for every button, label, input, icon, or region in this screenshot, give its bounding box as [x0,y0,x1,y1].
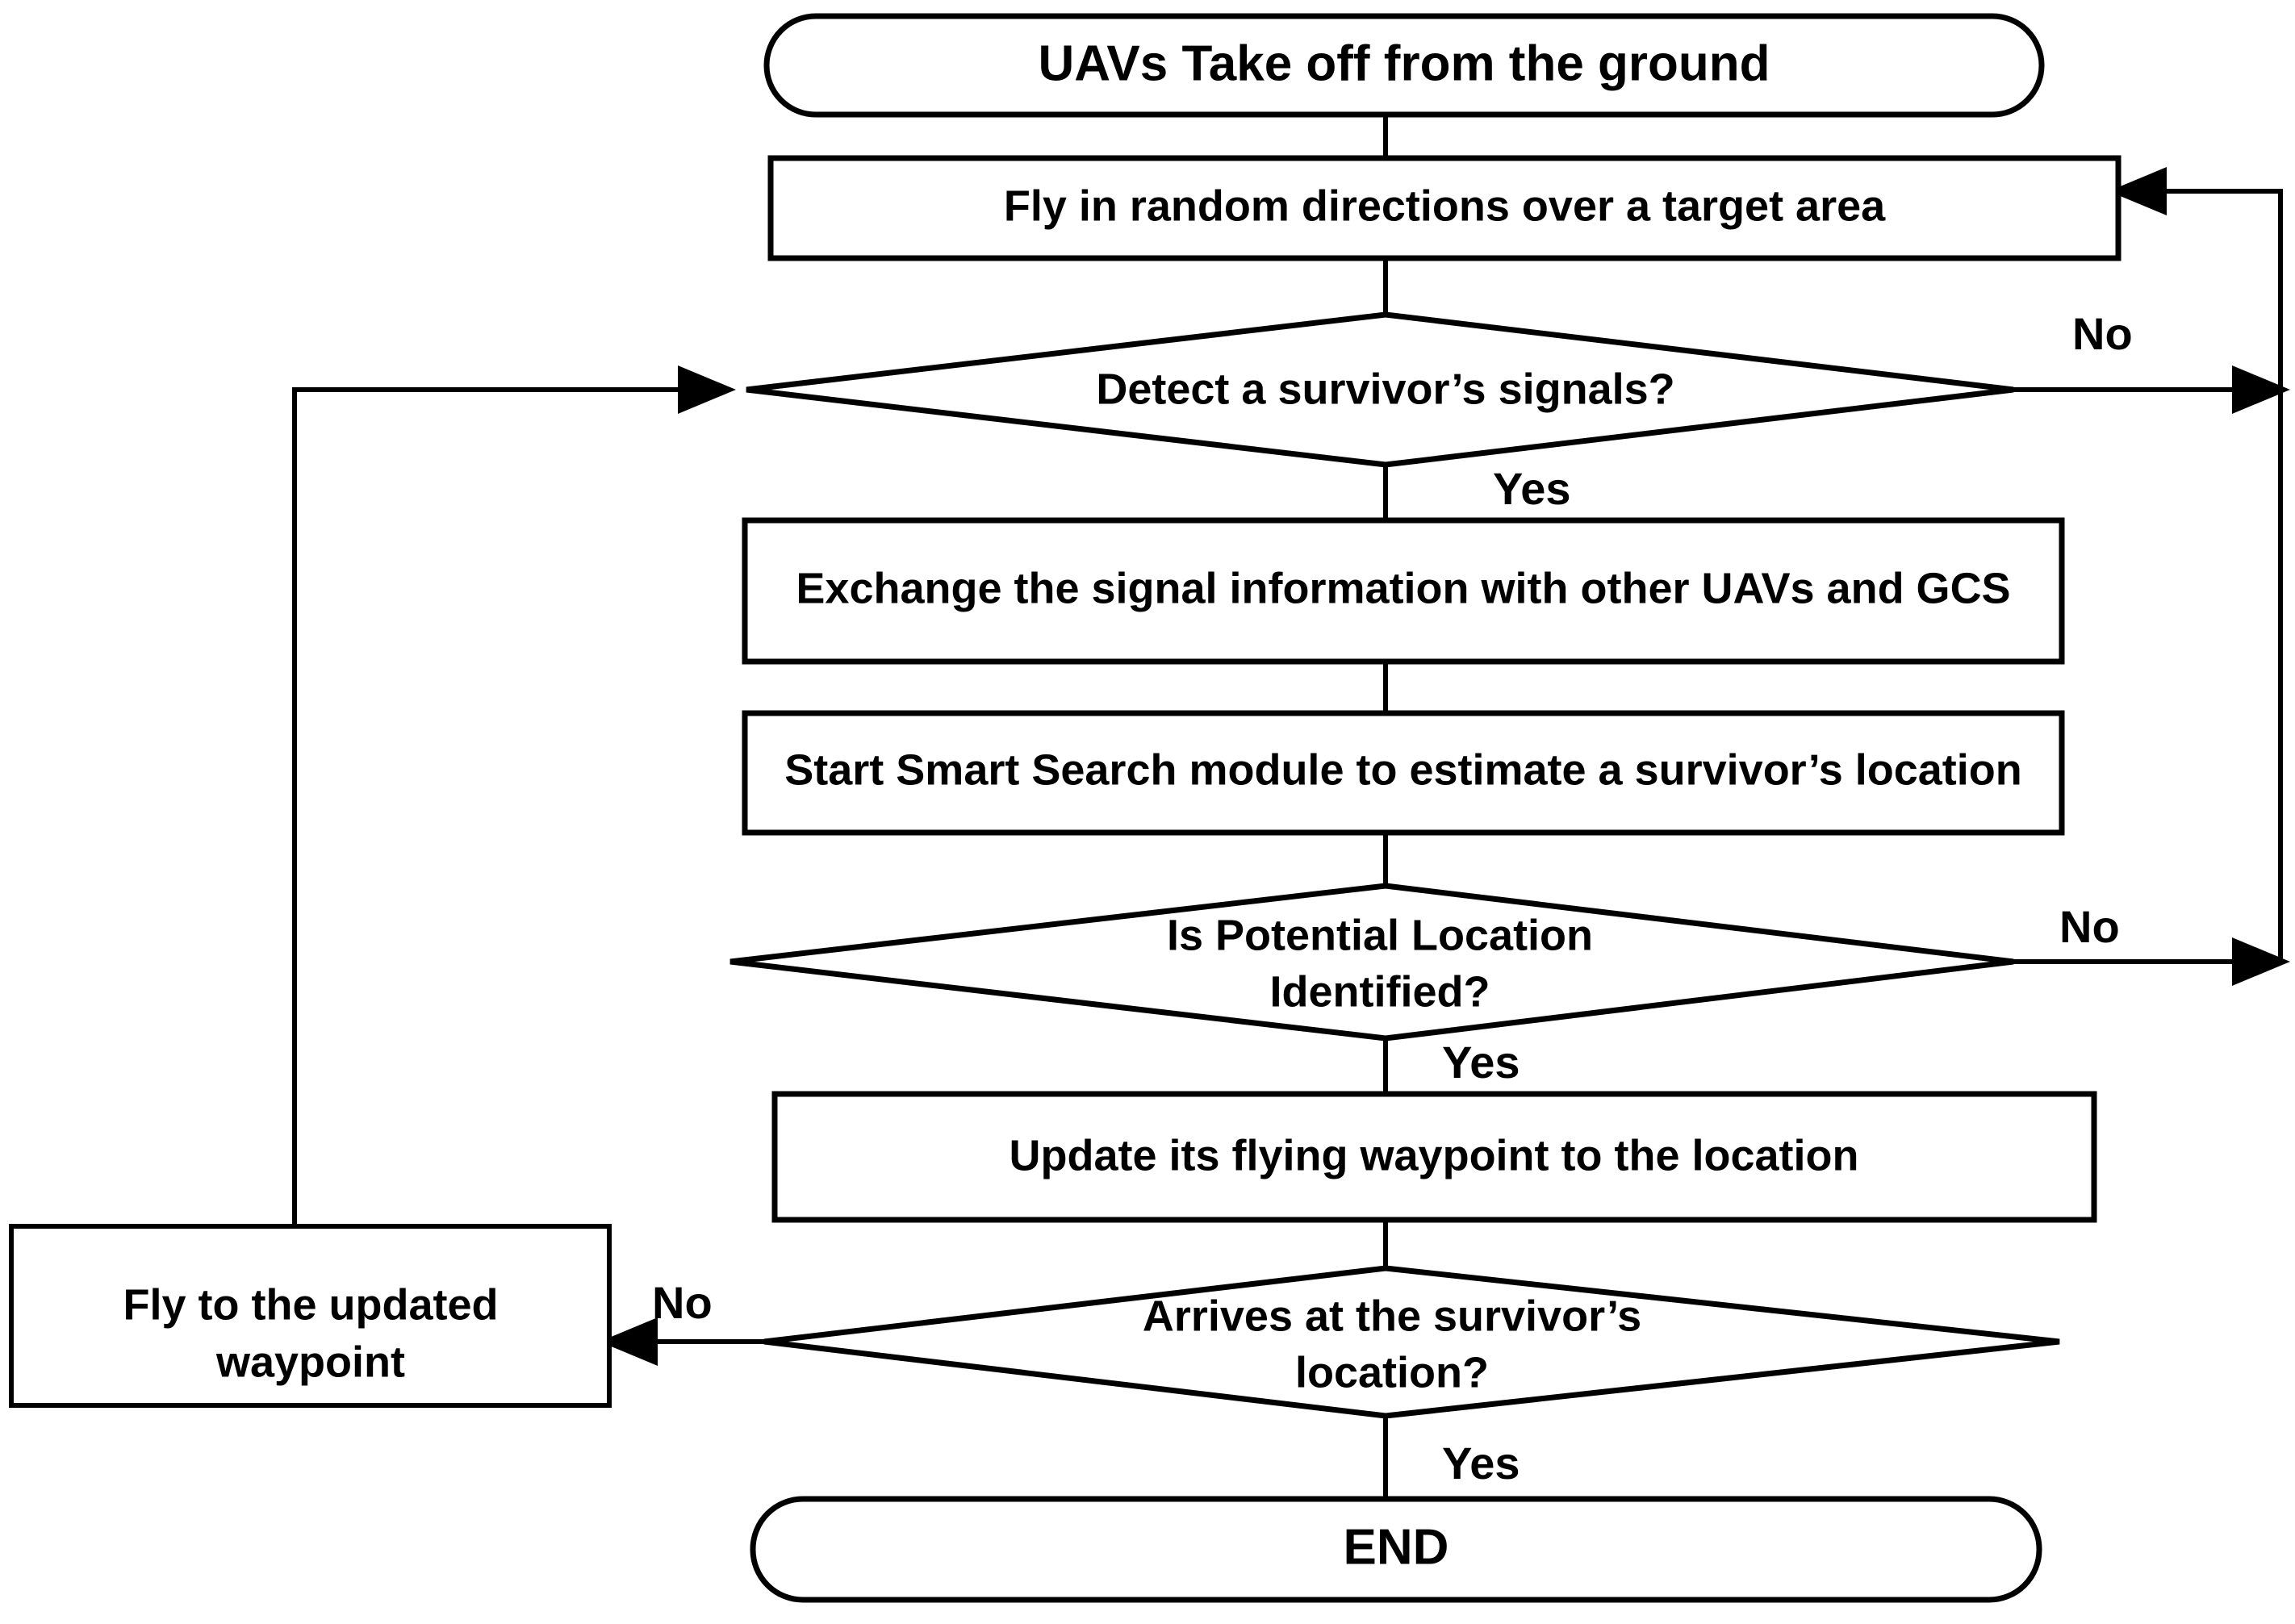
connector-detect-no-return [2109,167,2283,390]
edge-label-arrives-yes: Yes [1442,1438,1520,1488]
node-smart-search-label: Start Smart Search module to estimate a … [784,745,2022,794]
node-exchange-info-shape [742,517,2065,665]
node-fly-random-label: Fly in random directions over a target a… [1004,182,1886,230]
edge-label-arrives-no: No [652,1277,713,1328]
node-potential-location-label-line1: Is Potential Location [1167,911,1593,959]
node-fly-updated-label-line2: waypoint [215,1338,405,1386]
node-arrives-shape [763,1265,2060,1419]
node-arrives-label-line2: location? [1295,1348,1489,1396]
connector-waypoint-loopback [292,365,736,1226]
node-potential-location-shape [729,883,2014,1042]
node-exchange-info-label: Exchange the signal information with oth… [796,564,2010,612]
node-end-shape [750,1496,2042,1603]
node-fly-random-shape [767,155,2122,261]
node-fly-updated-label-line1: Fly to the updated [123,1280,499,1329]
node-arrives-label-line1: Arrives at the survivor’s [1143,1292,1641,1340]
node-update-waypoint-shape [771,1091,2097,1223]
edge-label-detect-no: No [2072,308,2133,359]
edge-label-potential-no: No [2059,901,2120,952]
edge-label-detect-yes: Yes [1493,463,1571,514]
node-start-shape [763,13,2045,118]
node-detect-signal-shape [746,311,2014,468]
node-smart-search-shape [742,710,2065,836]
node-start-label: UAVs Take off from the ground [1038,35,1770,91]
edge-label-potential-yes: Yes [1442,1037,1520,1088]
node-end-label: END [1344,1519,1449,1575]
node-potential-location-label-line2: Identified? [1270,967,1490,1016]
node-update-waypoint-label: Update its flying waypoint to the locati… [1009,1131,1858,1179]
node-fly-updated-shape [9,1224,612,1408]
node-detect-signal-label: Detect a survivor’s signals? [1096,365,1674,413]
